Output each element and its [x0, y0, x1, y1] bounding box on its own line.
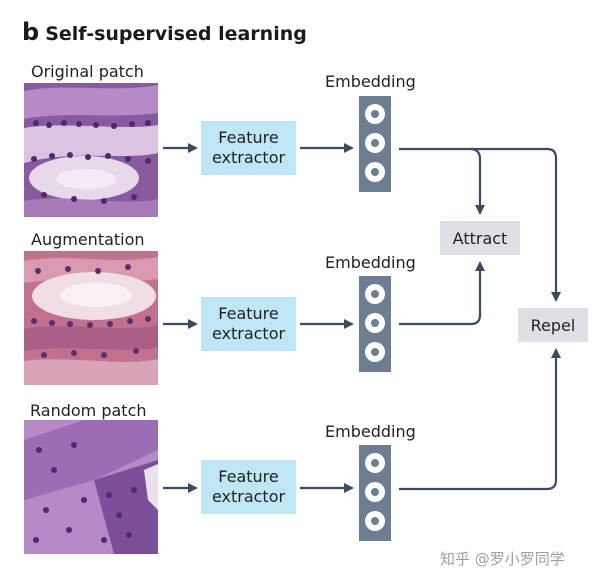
watermark-text: 知乎 @罗小罗同学 [440, 550, 565, 568]
embedding-label-random: Embedding [325, 422, 416, 441]
embedding-unit [365, 284, 385, 304]
embedding-label-augmentation: Embedding [325, 253, 416, 272]
embedding-vector-original [359, 96, 391, 192]
feature-extractor-line1: Feature [218, 304, 279, 323]
embedding-vector-augmentation [359, 276, 391, 372]
feature-extractor-line2: extractor [211, 148, 286, 167]
embedding-unit [365, 104, 385, 124]
row-label-original: Original patch [31, 62, 144, 81]
augmented-patch-image [24, 251, 158, 385]
feature-extractor-line2: extractor [211, 487, 286, 506]
embedding-unit [365, 482, 385, 502]
repel-box: Repel [518, 308, 588, 342]
embedding-unit [365, 453, 385, 473]
embedding-unit [365, 162, 385, 182]
original-patch-image [24, 83, 158, 217]
embedding-unit [365, 342, 385, 362]
feature-extractor-line1: Feature [218, 128, 279, 147]
panel-letter: b [22, 18, 40, 46]
arrow-augmentation-to-attract [399, 261, 485, 326]
row-label-augmentation: Augmentation [31, 230, 145, 249]
embedding-unit [365, 511, 385, 531]
arrow-original-to-attract [469, 147, 485, 215]
embedding-unit [365, 313, 385, 333]
arrow-original-to-repel [399, 147, 561, 302]
row-label-random: Random patch [30, 401, 147, 420]
attract-box: Attract [440, 221, 520, 255]
feature-extractor-line2: extractor [211, 324, 286, 343]
feature-extractor-line1: Feature [218, 467, 279, 486]
embedding-vector-random [359, 445, 391, 541]
arrow-random-to-repel [399, 348, 561, 491]
embedding-label-original: Embedding [325, 72, 416, 91]
figure-title-text: Self-supervised learning [45, 23, 307, 45]
random-patch-image [24, 420, 158, 554]
embedding-unit [365, 133, 385, 153]
